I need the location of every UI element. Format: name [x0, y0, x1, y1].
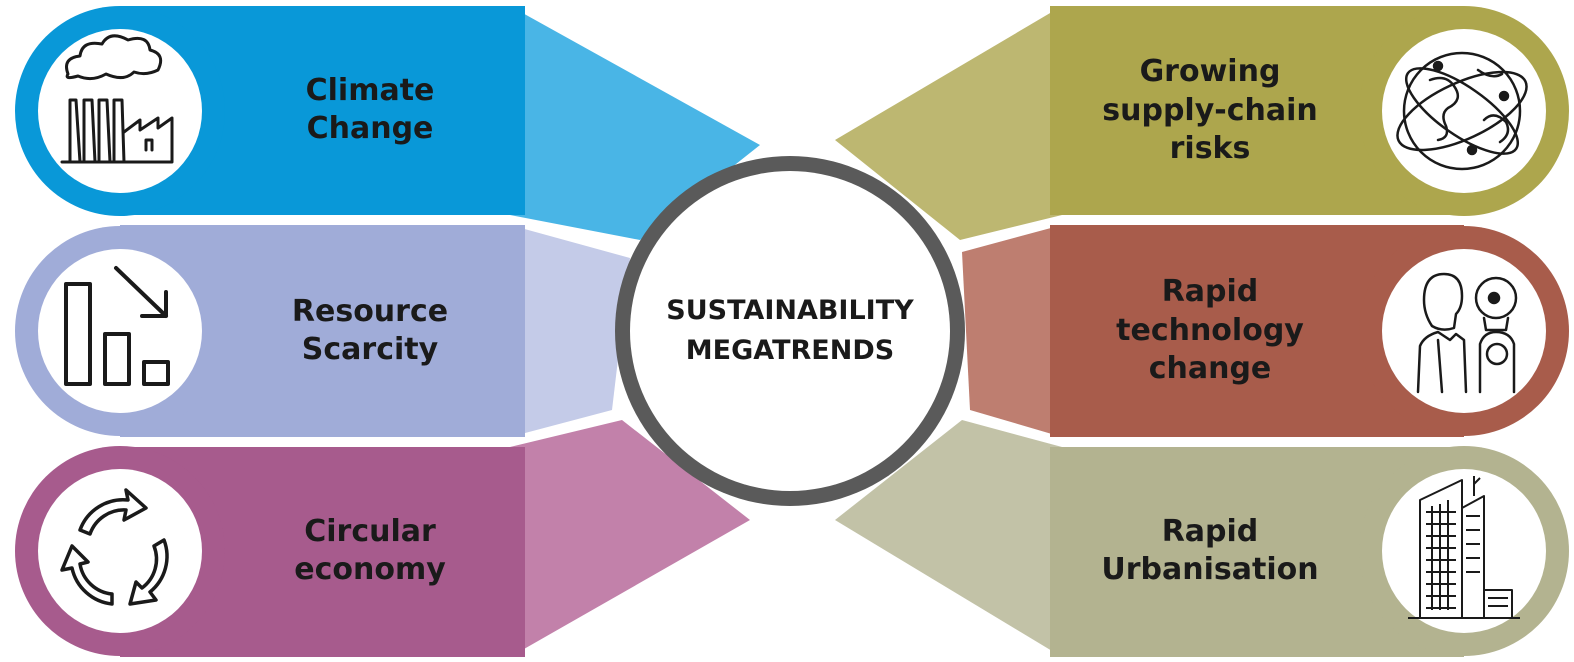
trend-urbanisation — [835, 420, 1569, 657]
center-hub-disc — [630, 171, 950, 491]
trend-label-urban: Rapid Urbanisation — [1101, 513, 1319, 587]
trend-climate-change — [15, 6, 760, 240]
globe-network-icon — [1396, 51, 1528, 171]
declining-bars-icon — [64, 266, 170, 386]
skyscraper-icon — [1408, 476, 1520, 619]
trend-technology-icon-disc — [1382, 249, 1546, 413]
trend-circular-icon-disc — [38, 469, 202, 633]
factory-icon — [60, 34, 174, 164]
trend-supply-icon-disc — [1382, 29, 1546, 193]
trend-label-supply: Growing supply-chain risks — [1102, 54, 1318, 167]
trend-supply-chain-risks — [835, 6, 1569, 240]
trend-technology-change — [962, 225, 1569, 437]
trend-resource-icon-disc — [38, 249, 202, 413]
trend-resource-light-wedge — [510, 225, 630, 437]
trend-label-climate: Climate Change — [305, 72, 435, 146]
trend-label-circular: Circular economy — [294, 513, 446, 587]
trend-climate-light-wedge — [510, 6, 760, 240]
trend-resource-scarcity — [15, 225, 630, 437]
human-robot-icon — [1416, 272, 1518, 394]
trend-urban-light-wedge — [835, 420, 1062, 657]
trend-urban-icon-disc — [1382, 469, 1546, 633]
trend-technology-light-wedge — [962, 225, 1062, 437]
trend-label-technology: Rapid technology change — [1116, 274, 1304, 387]
trend-circular-economy — [15, 420, 750, 657]
trend-label-resource: Resource Scarcity — [291, 293, 449, 367]
trend-circular-light-wedge — [510, 420, 750, 657]
trend-climate-icon-disc — [38, 29, 202, 193]
recycle-arrows-icon — [60, 488, 169, 606]
center-hub — [615, 156, 965, 506]
center-title: SUSTAINABILITY MEGATRENDS — [666, 294, 914, 367]
trend-supply-light-wedge — [835, 6, 1062, 240]
